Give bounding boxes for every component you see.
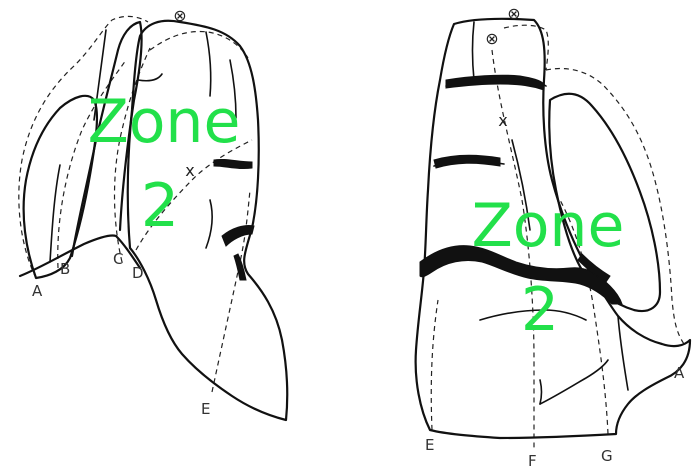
left-point-label-e: E (201, 400, 210, 418)
right-point-label-g: G (601, 447, 613, 465)
right-crack-top (446, 75, 544, 90)
left-point-label-c: C (113, 250, 123, 268)
left-segment-line-3 (138, 74, 162, 81)
right-pivot-marker-top: ⊗ (507, 4, 520, 23)
right-lower-segment-3 (540, 380, 542, 404)
left-dashed-line-e (212, 190, 250, 392)
left-point-label-d: D (132, 264, 144, 282)
right-point-label-e: E (425, 436, 434, 454)
right-lower-segment-4 (618, 316, 628, 390)
left-zone-title: Zone (88, 87, 241, 157)
right-lower-segment-2 (540, 360, 608, 404)
left-cross-marker: x (185, 161, 194, 180)
right-point-label-a: A (674, 364, 685, 382)
right-top-segment-2 (473, 22, 475, 80)
left-zone-number: 2 (141, 171, 179, 241)
right-zone-title: Zone (472, 191, 625, 261)
right-figure: ⊗ ⊗ x A E F G Zone 2 (416, 4, 690, 468)
left-dashed-top (150, 32, 248, 58)
left-segment-line-4 (206, 200, 212, 248)
right-cross-marker: x (498, 111, 507, 130)
left-pivot-marker: ⊗ (173, 6, 186, 25)
left-point-label-a: A (32, 282, 43, 300)
left-crack-upper (214, 159, 252, 168)
right-pivot-marker-inner: ⊗ (485, 29, 498, 48)
right-dashed-line-e (431, 300, 438, 430)
left-figure: ⊗ x A B C D E Zone 2 (19, 6, 287, 420)
right-zone-number: 2 (521, 275, 559, 345)
right-crack-upper-left (434, 155, 500, 168)
right-point-label-f: F (528, 452, 537, 468)
left-pad-inner-line (50, 165, 60, 262)
left-point-label-b: B (60, 260, 70, 278)
